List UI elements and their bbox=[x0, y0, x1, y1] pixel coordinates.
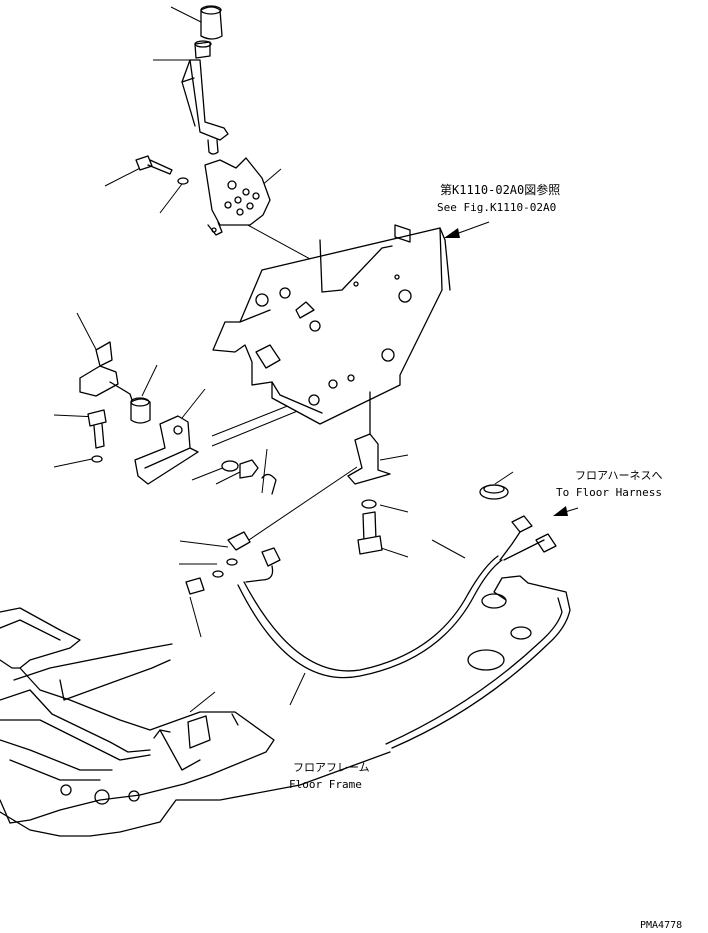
ref-label-jp: 第K1110-02A0図参照 bbox=[440, 182, 560, 197]
leader-lines bbox=[53, 6, 514, 713]
switch-parts bbox=[79, 341, 281, 595]
ref-label-en: See Fig.K1110-02A0 bbox=[437, 201, 556, 214]
harness-label-en: To Floor Harness bbox=[556, 486, 662, 499]
reference-arrow bbox=[444, 221, 490, 238]
harness-label-jp: フロアハーネスへ bbox=[575, 469, 663, 482]
console-plate bbox=[212, 224, 451, 425]
drawing-code: PMA4778 bbox=[640, 920, 682, 931]
floor-frame bbox=[0, 575, 571, 837]
floor-harness bbox=[237, 555, 503, 679]
frame-label-en: Floor Frame bbox=[289, 778, 362, 791]
grommet-connectors bbox=[479, 484, 557, 561]
frame-label-jp: フロアフレーム bbox=[293, 761, 370, 774]
ground-bracket bbox=[347, 391, 391, 555]
lever-assembly bbox=[135, 5, 271, 236]
harness-arrow bbox=[553, 506, 579, 516]
